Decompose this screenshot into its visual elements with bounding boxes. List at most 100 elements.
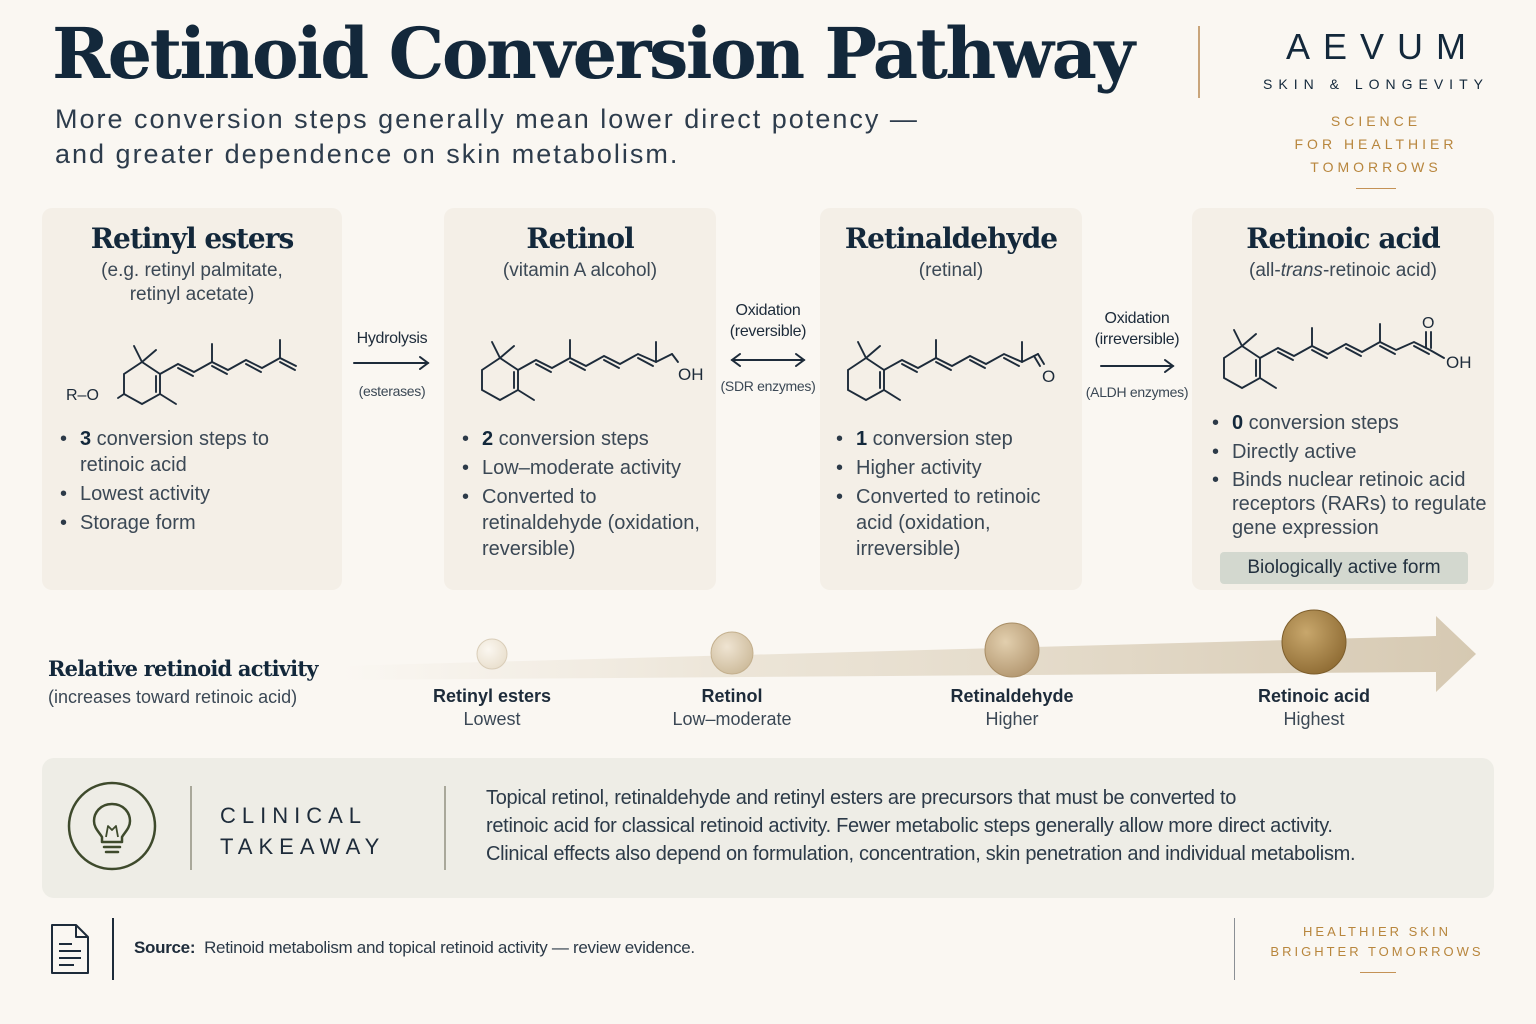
stage-retinaldehyde: Retinaldehyde Higher	[912, 686, 1112, 730]
takeaway-divider	[190, 786, 192, 870]
fact-item: Low–moderate activity	[460, 455, 712, 481]
step-label: (reversible)	[729, 323, 807, 340]
footer-divider	[1234, 918, 1235, 980]
stage-level: Higher	[985, 709, 1039, 729]
brand-logo: AEVUM SKIN & LONGEVITY	[1230, 26, 1522, 92]
activity-dot-retinoic-acid	[1281, 609, 1347, 675]
fact-item: 3 conversion steps to retinoic acid	[58, 426, 328, 478]
fact-item: Converted to retinoic acid (oxidation, i…	[834, 484, 1080, 562]
alt-line: (e.g. retinyl palmitate,	[101, 260, 283, 281]
card-retinoic-acid: Retinoic acid (all-trans-retinoic acid) …	[1192, 208, 1494, 590]
compound-alt-name: (vitamin A alcohol)	[502, 260, 658, 281]
arrow-forward-icon	[1100, 359, 1175, 373]
retinaldehyde-structure: O	[847, 339, 1055, 402]
step-enzyme: (SDR enzymes)	[720, 378, 816, 394]
retinyl-ester-structure: R–O	[66, 339, 297, 406]
arrow-bidirectional-icon	[730, 353, 806, 367]
step-label: Hydrolysis	[356, 330, 428, 347]
takeaway-title-line: CLINICAL	[220, 803, 368, 828]
tagline-line: TOMORROWS	[1310, 159, 1442, 175]
stage-level: Highest	[1283, 709, 1345, 729]
stage-name: Retinol	[701, 686, 763, 706]
stage-level: Lowest	[463, 709, 521, 729]
clinical-takeaway-panel: CLINICAL TAKEAWAY Topical retinol, retin…	[42, 758, 1494, 898]
activity-gradient-arrow	[340, 609, 1476, 692]
source-citation: Source: Retinoid metabolism and topical …	[134, 938, 695, 958]
fact-list: 1 conversion step Higher activity Conver…	[834, 426, 1080, 565]
fact-item: Binds nuclear retinoic acid receptors (R…	[1210, 468, 1492, 540]
fact-item: 2 conversion steps	[460, 426, 712, 452]
takeaway-line: Topical retinol, retinaldehyde and retin…	[486, 787, 1237, 809]
step-label: Oxidation	[1104, 310, 1170, 327]
footer-tagline: HEALTHIER SKIN BRIGHTER TOMORROWS	[1262, 922, 1492, 962]
fact-list: 2 conversion steps Low–moderate activity…	[460, 426, 712, 565]
ester-group-label: R–O	[66, 387, 99, 404]
brand-name: AEVUM	[1285, 26, 1480, 67]
fact-item: Lowest activity	[58, 481, 328, 507]
hydroxyl-label: OH	[678, 365, 704, 384]
stage-name: Retinyl esters	[432, 686, 552, 706]
activity-scale-label: Relative retinoid activity (increases to…	[48, 656, 318, 708]
tagline-line: SCIENCE	[1330, 113, 1422, 129]
stage-retinol: Retinol Low–moderate	[632, 686, 832, 730]
step-oxidation-reversible: Oxidation (reversible) (SDR enzymes)	[716, 300, 820, 394]
step-label: (irreversible)	[1094, 331, 1180, 348]
compound-alt-name: (retinal)	[918, 260, 984, 281]
retinol-structure: OH	[481, 339, 704, 402]
carbonyl-label: O	[1422, 315, 1434, 332]
page-title: Retinoid Conversion Pathway	[52, 12, 1135, 95]
takeaway-title: CLINICAL TAKEAWAY	[220, 800, 385, 862]
fact-item: Directly active	[1210, 439, 1492, 465]
activity-dot-retinyl-esters	[476, 638, 508, 670]
compound-name: Retinol	[526, 222, 634, 255]
brand-subtitle: SKIN & LONGEVITY	[1263, 76, 1489, 92]
step-hydrolysis: Hydrolysis (esterases)	[342, 328, 442, 399]
source-label: Source:	[134, 938, 196, 957]
takeaway-line: retinoic acid for classical retinoid act…	[486, 815, 1333, 837]
fact-item: 1 conversion step	[834, 426, 1080, 452]
takeaway-title-line: TAKEAWAY	[220, 834, 386, 859]
tagline-line: FOR HEALTHIER	[1294, 136, 1458, 152]
tagline-rule	[1356, 188, 1396, 189]
stage-retinoic-acid: Retinoic acid Highest	[1214, 686, 1414, 730]
footer-rule	[1360, 972, 1396, 973]
takeaway-text: Topical retinol, retinaldehyde and retin…	[486, 784, 1476, 868]
step-enzyme: (ALDH enzymes)	[1085, 384, 1189, 400]
footer-divider	[112, 918, 114, 980]
card-retinol: Retinol (vitamin A alcohol) OH 2 convers…	[444, 208, 716, 590]
footer-tagline-line: BRIGHTER TOMORROWS	[1270, 944, 1484, 959]
stage-name: Retinaldehyde	[950, 686, 1074, 706]
fact-item: Higher activity	[834, 455, 1080, 481]
step-label: Oxidation	[735, 302, 801, 319]
activity-scale-subtitle: (increases toward retinoic acid)	[48, 687, 298, 707]
compound-alt-name: (e.g. retinyl palmitate, retinyl acetate…	[42, 259, 342, 307]
document-icon	[51, 924, 89, 974]
fact-list: 0 conversion steps Directly active Binds…	[1210, 410, 1492, 543]
compound-name: Retinoic acid	[1246, 222, 1441, 255]
compound-name: Retinyl esters	[90, 222, 295, 255]
active-form-badge: Biologically active form	[1220, 552, 1468, 584]
lightbulb-icon	[67, 781, 157, 871]
source-text: Retinoid metabolism and topical retinoid…	[204, 938, 695, 957]
fact-item: Storage form	[58, 510, 328, 536]
arrow-forward-icon	[353, 356, 430, 370]
card-retinaldehyde: Retinaldehyde (retinal) O 1 conversion s…	[820, 208, 1082, 590]
fact-item: 0 conversion steps	[1210, 410, 1492, 436]
takeaway-line: Clinical effects also depend on formulat…	[486, 843, 1356, 865]
takeaway-divider	[444, 786, 446, 870]
stage-name: Retinoic acid	[1257, 686, 1371, 706]
page-subtitle: More conversion steps generally mean low…	[55, 104, 919, 169]
fact-item: Converted to retinaldehyde (oxidation, r…	[460, 484, 712, 562]
brand-divider	[1198, 26, 1200, 98]
footer-tagline-line: HEALTHIER SKIN	[1303, 924, 1451, 939]
activity-dot-retinaldehyde	[984, 622, 1040, 678]
step-enzyme: (esterases)	[358, 383, 426, 399]
stage-level: Low–moderate	[672, 709, 792, 729]
compound-name: Retinaldehyde	[844, 222, 1058, 255]
fact-list: 3 conversion steps to retinoic acid Lowe…	[58, 426, 328, 539]
alt-line: retinyl acetate)	[129, 284, 255, 305]
brand-tagline: SCIENCE FOR HEALTHIER TOMORROWS	[1276, 110, 1476, 179]
stage-retinyl-esters: Retinyl esters Lowest	[392, 686, 592, 730]
card-retinyl-esters: Retinyl esters (e.g. retinyl palmitate, …	[42, 208, 342, 590]
retinoic-acid-structure: O OH	[1223, 315, 1472, 390]
